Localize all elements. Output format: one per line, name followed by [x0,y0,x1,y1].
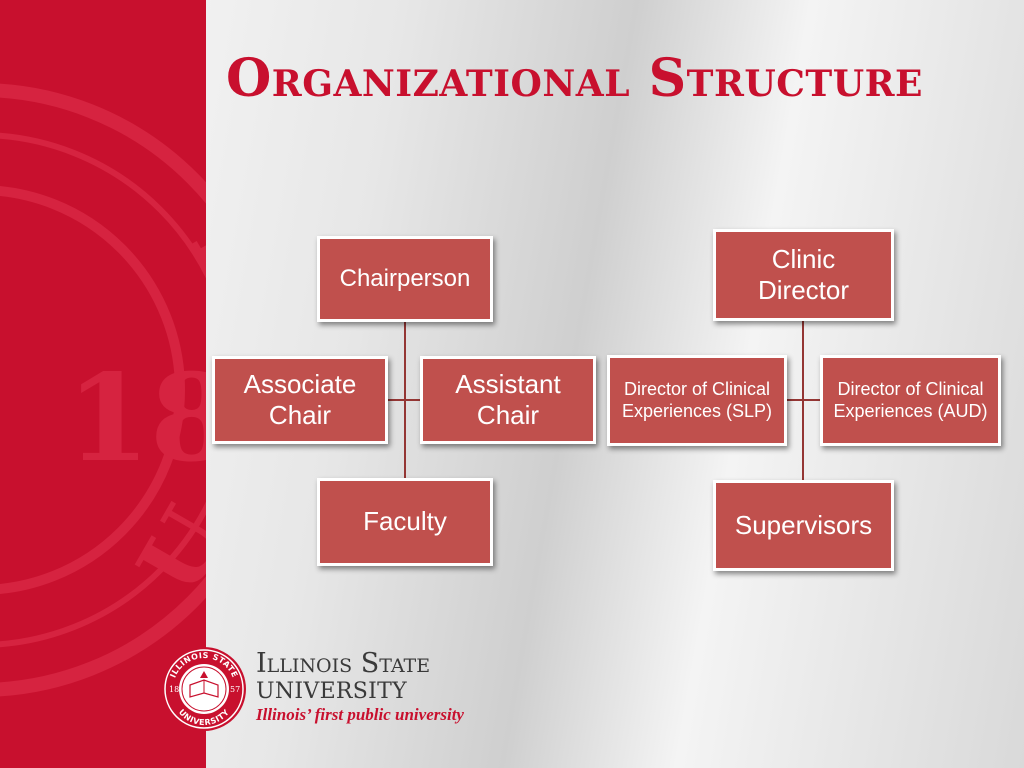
wordmark-line-2: UNIVERSITY [256,679,407,704]
org-node-assistant-chair: Assistant Chair [420,356,596,444]
org-node-chairperson: Chairperson [317,236,493,322]
university-seal-icon: ILLINOIS STATE UNIVERSITY 18 57 [162,647,246,731]
org-node-label: Associate Chair [243,368,357,430]
connector-line [785,399,823,401]
org-node-label: Supervisors [734,509,873,540]
page-title: Organizational Structure [226,48,923,109]
org-node-associate-chair: Associate Chair [212,356,388,444]
org-node-label: Director of Clinical Experiences (AUD) [833,378,988,421]
org-node-label: Clinic Director [757,243,849,305]
seal-year-left: 18 [169,685,179,694]
org-node-director-clinical-aud: Director of Clinical Experiences (AUD) [820,355,1001,446]
org-node-clinic-director: Clinic Director [713,229,894,321]
org-node-supervisors: Supervisors [713,480,894,571]
wordmark-line-1: Illinois State [256,648,431,679]
wordmark-tagline: Illinois’ first public university [256,705,464,724]
org-node-label: Chairperson [339,264,471,292]
svg-text:18: 18 [67,348,207,489]
university-wordmark: Illinois State UNIVERSITY Illinois’ firs… [256,648,464,726]
seal-year-right: 57 [230,685,240,694]
org-node-label: Director of Clinical Experiences (SLP) [621,378,773,421]
org-node-label: Assistant Chair [455,368,561,430]
org-node-faculty: Faculty [317,478,493,566]
org-node-label: Faculty [363,506,447,537]
left-brand-bar: 18 ILL U [0,0,206,768]
seal-watermark-icon: 18 ILL U [0,83,207,697]
org-node-director-clinical-slp: Director of Clinical Experiences (SLP) [607,355,787,446]
connector-line [386,399,422,401]
